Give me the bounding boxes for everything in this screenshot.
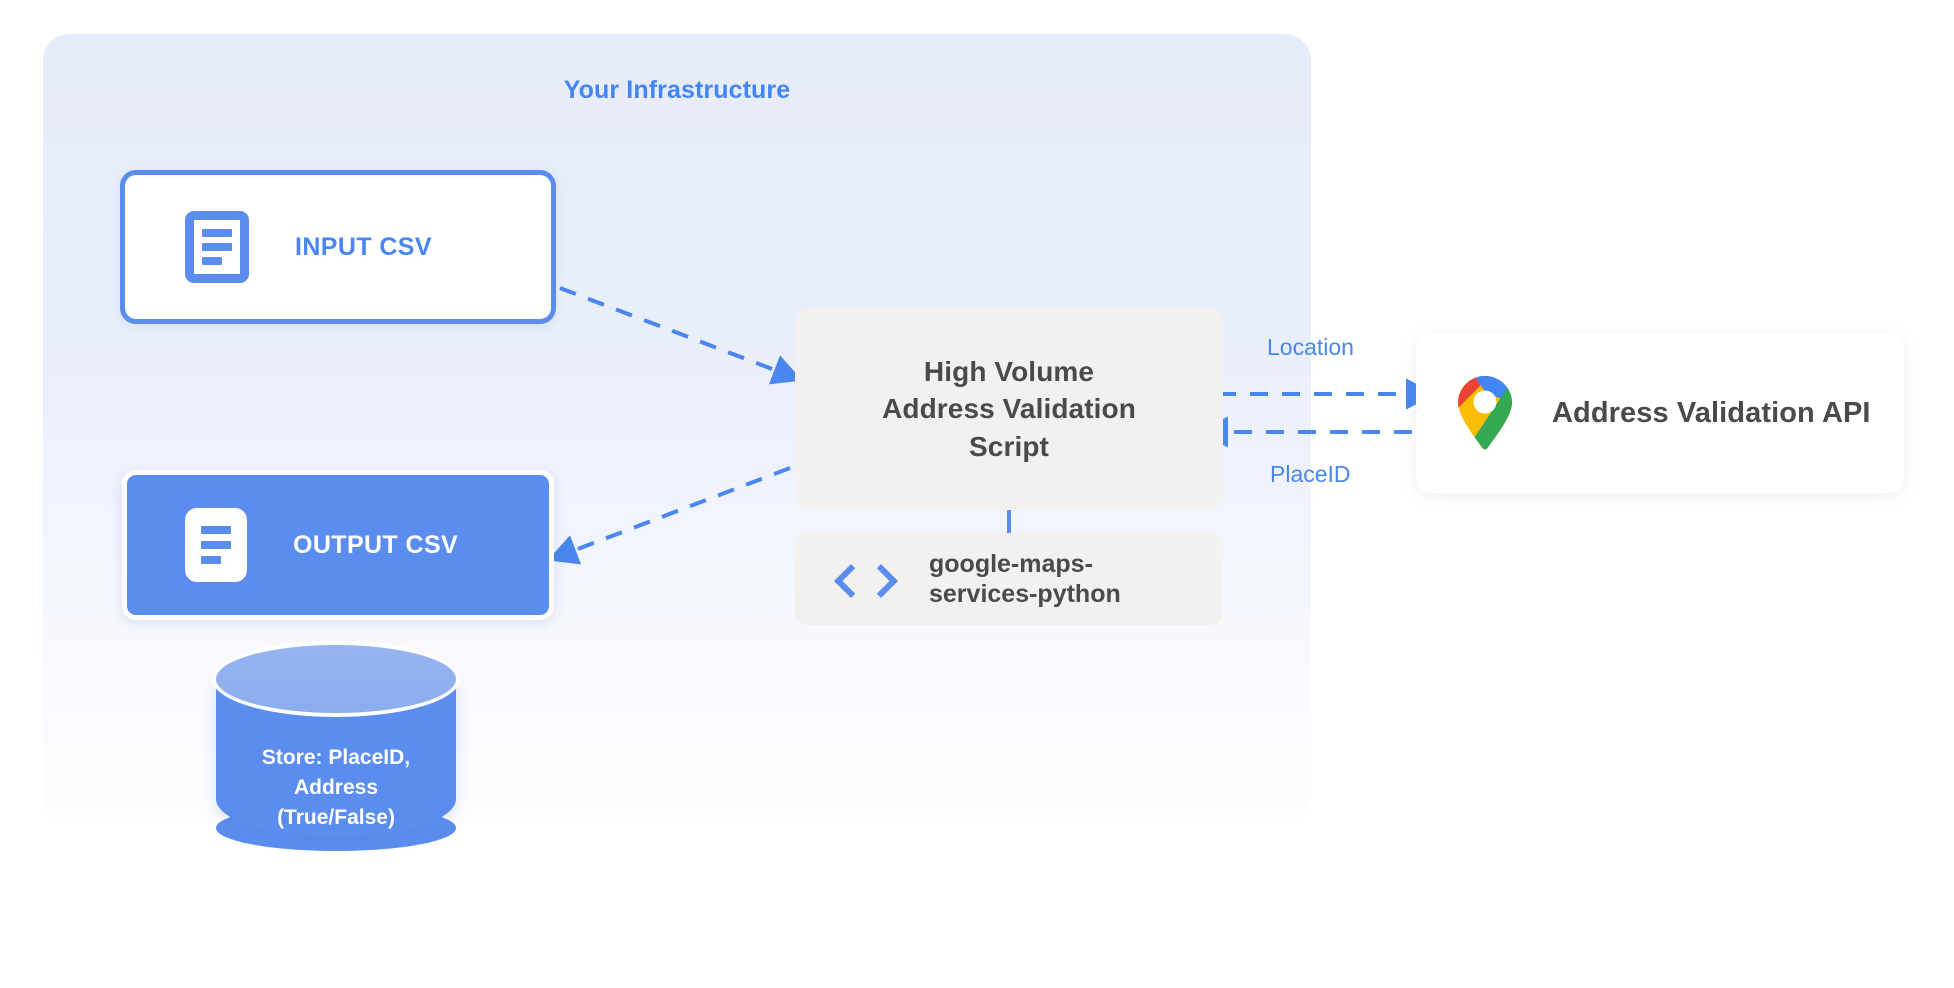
node-python-library[interactable]: google-maps- services-python <box>795 533 1223 625</box>
cylinder-top <box>216 645 456 713</box>
library-line-1: google-maps- <box>929 549 1093 578</box>
datastore-line-2: Address <box>293 775 379 799</box>
edge-label-placeid: PlaceID <box>1270 461 1351 487</box>
document-icon <box>185 508 247 582</box>
edge-label-location: Location <box>1267 334 1354 360</box>
library-line-2: services-python <box>929 580 1121 608</box>
output-csv-label: OUTPUT CSV <box>293 530 459 559</box>
node-output-csv[interactable]: OUTPUT CSV <box>122 470 554 620</box>
document-icon <box>185 211 249 283</box>
script-line-1: High Volume <box>923 356 1095 388</box>
script-line-3: Script <box>969 430 1049 462</box>
node-address-validation-api[interactable]: Address Validation API <box>1416 333 1904 493</box>
edge-script-to-library <box>1007 510 1011 534</box>
node-input-csv[interactable]: INPUT CSV <box>120 170 556 324</box>
datastore-line-3: (True/False) <box>277 805 395 829</box>
google-maps-pin-icon <box>1458 376 1512 450</box>
datastore-line-1: Store: PlaceID, <box>261 746 411 769</box>
datastore-label: Store: PlaceID, Address (True/False) <box>216 743 456 832</box>
code-brackets-icon <box>834 562 898 598</box>
node-validation-script[interactable]: High Volume Address Validation Script <box>795 308 1223 510</box>
infrastructure-panel-title: Your Infrastructure <box>563 76 791 104</box>
input-csv-label: INPUT CSV <box>295 232 432 261</box>
node-datastore[interactable]: Store: PlaceID, Address (True/False) <box>212 641 460 860</box>
script-line-2: Address Validation <box>882 393 1136 425</box>
api-label: Address Validation API <box>1552 396 1871 429</box>
